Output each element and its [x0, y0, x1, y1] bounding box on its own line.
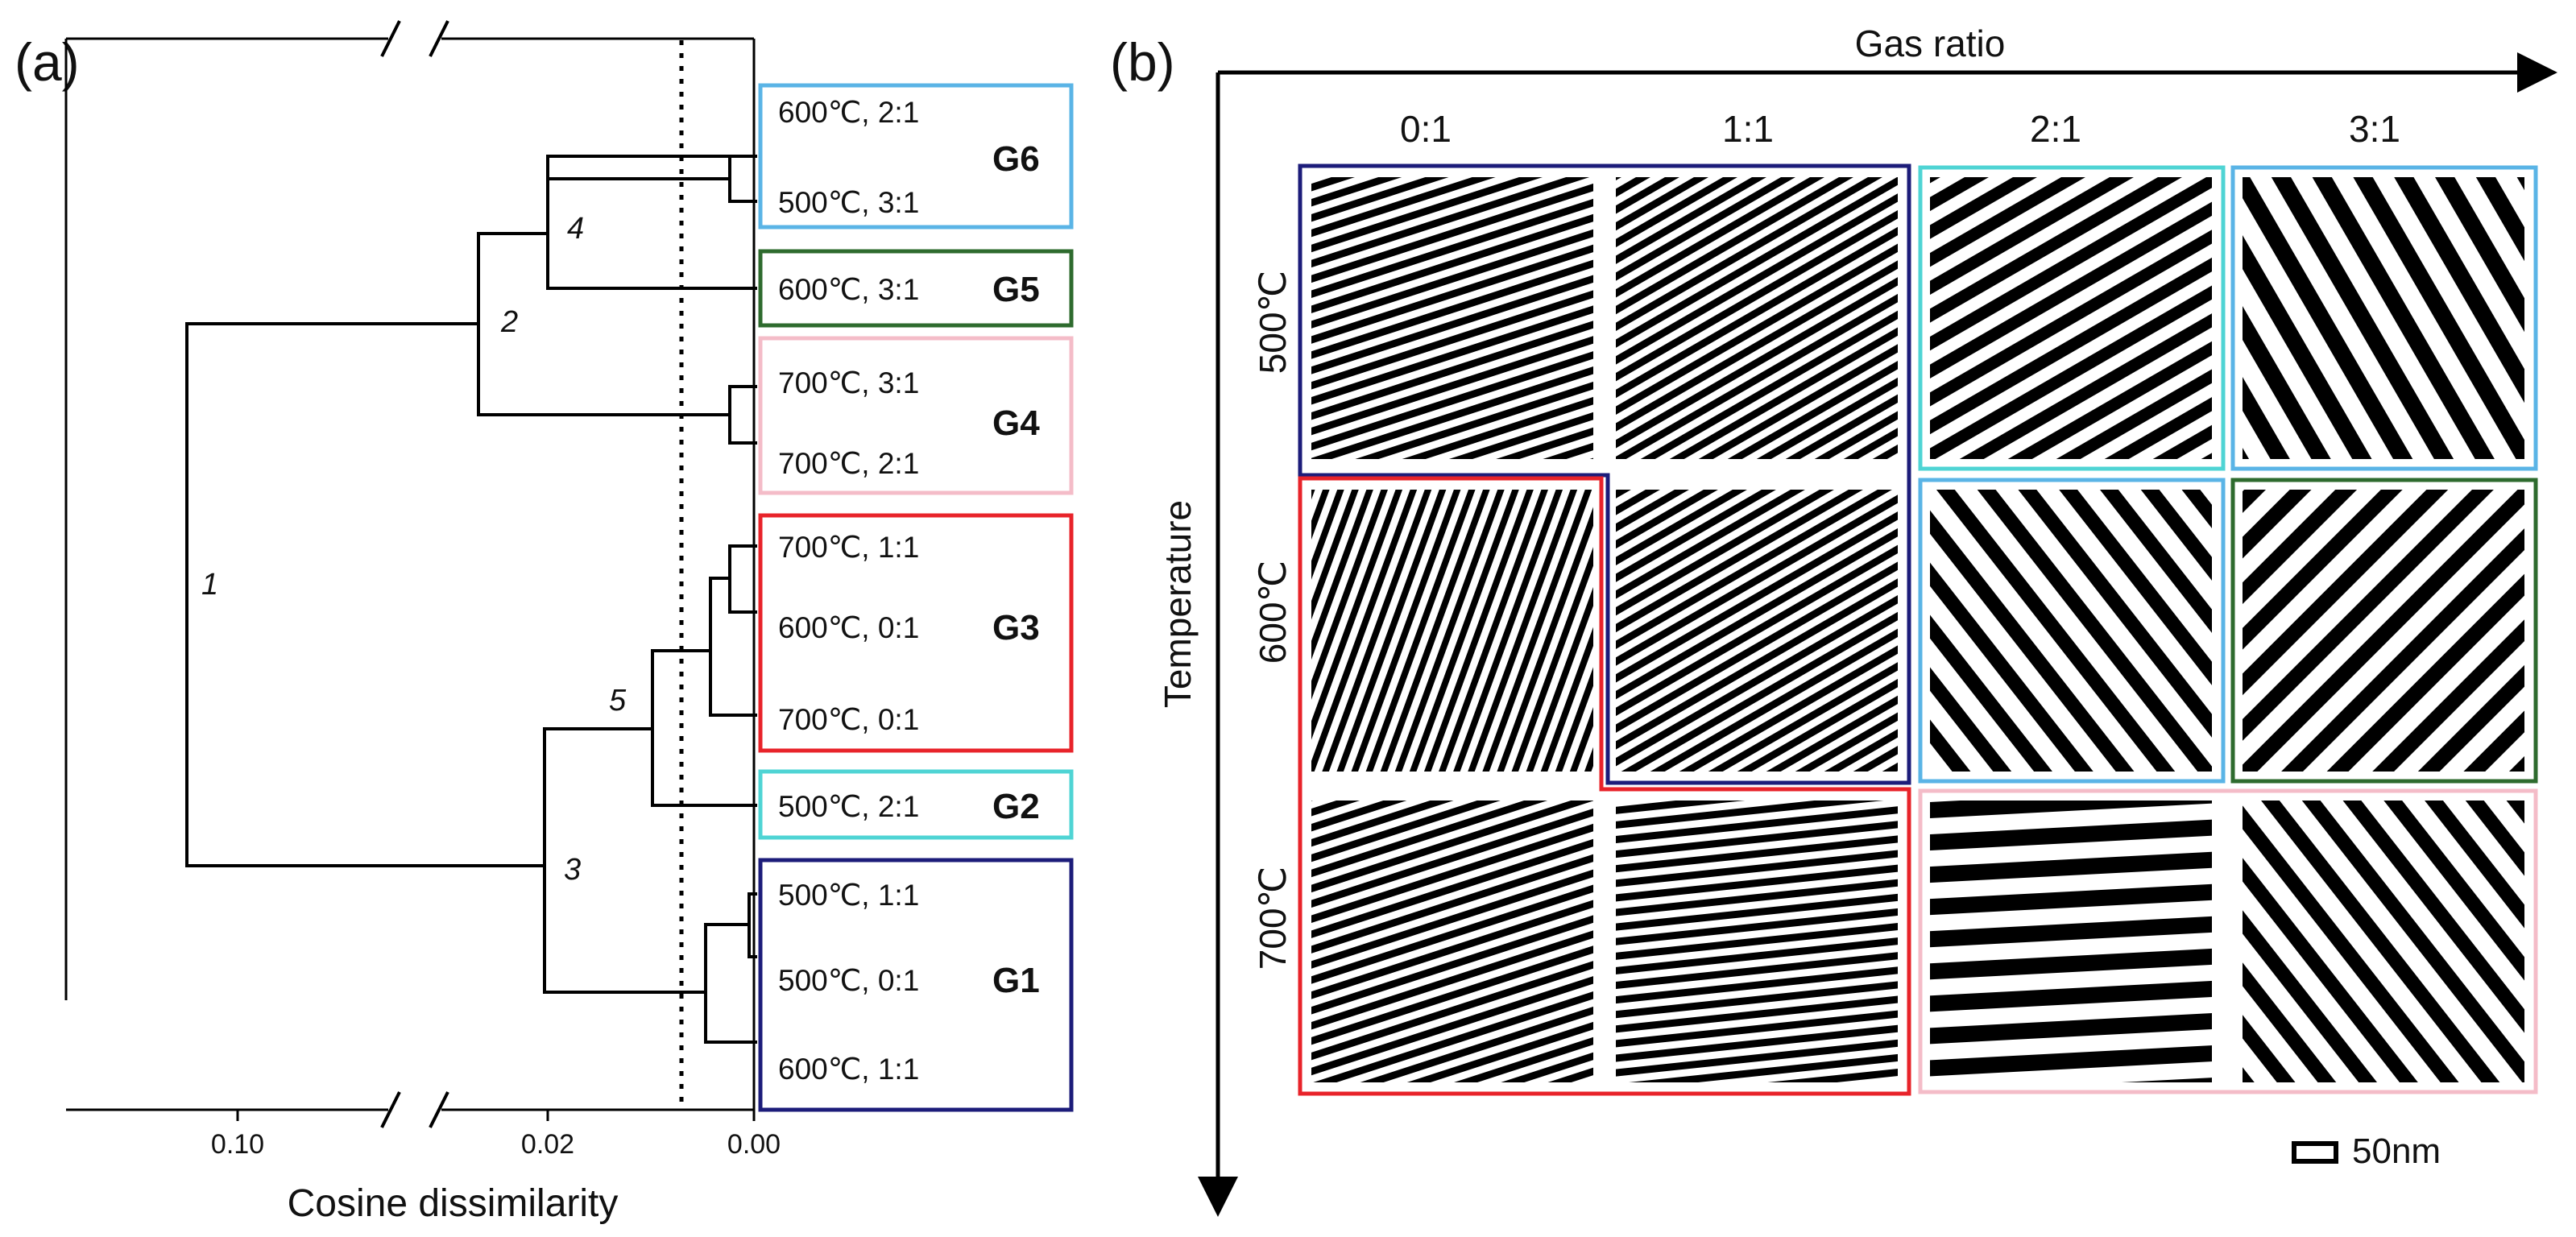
outline-g6-b — [1918, 478, 2226, 784]
x-tick-label: 0.02 — [521, 1129, 574, 1160]
group-entry: 600℃, 2:1 — [778, 96, 919, 129]
group-g4: 700℃, 3:1 700℃, 2:1 G4 — [758, 336, 1074, 495]
row-label: 600℃ — [1252, 561, 1294, 664]
group-entry: 600℃, 1:1 — [778, 1053, 919, 1086]
outline-g3 — [1298, 476, 1911, 1096]
x-ticks — [236, 1110, 756, 1121]
group-g6: 600℃, 2:1 500℃, 3:1 G6 — [758, 83, 1074, 230]
outline-g1 — [1298, 163, 1911, 785]
outline-g4 — [1918, 788, 2538, 1094]
group-boxes: 600℃, 2:1 500℃, 3:1 G6 600℃, 3:1 G5 700℃… — [758, 83, 1074, 1112]
group-entry: 500℃, 1:1 — [778, 879, 919, 912]
axis-break-bottom — [380, 1091, 449, 1128]
group-id: G1 — [992, 961, 1040, 1000]
column-label: 2:1 — [2030, 108, 2081, 150]
micrograph-500-3-1 — [2243, 177, 2524, 459]
group-g2: 500℃, 2:1 G2 — [758, 769, 1074, 840]
group-entry: 700℃, 1:1 — [778, 531, 919, 564]
micrograph-600-2-1 — [1930, 490, 2212, 772]
x-tick-label: 0.10 — [211, 1129, 264, 1160]
node-label: 1 — [201, 568, 218, 602]
micrograph-600-0-1 — [1311, 490, 1593, 772]
group-box — [758, 513, 1074, 753]
node-label: 4 — [567, 212, 584, 246]
group-entry: 600℃, 0:1 — [778, 611, 919, 644]
micrograph-grid — [1311, 177, 2524, 1082]
group-id: G4 — [992, 403, 1040, 443]
group-entry: 700℃, 2:1 — [778, 447, 919, 480]
micrograph-500-1-1 — [1616, 177, 1898, 459]
x-axis-label: Gas ratio — [1855, 23, 2006, 64]
scale-bar-label: 50nm — [2352, 1132, 2441, 1171]
x-tick-label: 0.00 — [727, 1129, 781, 1160]
outline-g6-a — [2230, 165, 2538, 471]
group-entry: 500℃, 2:1 — [778, 790, 919, 823]
node-labels: 1 2 3 4 5 — [201, 212, 627, 887]
group-box — [758, 336, 1074, 495]
panel-b: (b) Gas ratio Temperature 0:1 1:1 2:1 3:… — [1110, 23, 2557, 1217]
node-label: 3 — [564, 853, 581, 887]
x-axis-label: Cosine dissimilarity — [288, 1182, 619, 1225]
group-id: G5 — [992, 270, 1040, 309]
node-label: 2 — [500, 305, 518, 339]
micrograph-600-3-1 — [2243, 490, 2524, 772]
axis-break-top — [380, 20, 449, 57]
micrograph-700-0-1 — [1311, 801, 1593, 1082]
micrograph-700-3-1 — [2243, 801, 2524, 1082]
group-box — [758, 249, 1074, 328]
micrograph-500-0-1 — [1311, 177, 1593, 459]
group-entry: 700℃, 0:1 — [778, 703, 919, 736]
panel-b-label: (b) — [1110, 32, 1175, 92]
micrograph-700-2-1 — [1930, 801, 2212, 1082]
column-label: 1:1 — [1722, 108, 1774, 150]
group-id: G3 — [992, 608, 1040, 647]
group-box — [758, 858, 1074, 1112]
group-g3: 700℃, 1:1 600℃, 0:1 700℃, 0:1 G3 — [758, 513, 1074, 753]
outline-g5 — [2230, 478, 2538, 784]
column-label: 0:1 — [1400, 108, 1452, 150]
y-axis-label: Temperature — [1157, 500, 1199, 708]
group-id: G2 — [992, 787, 1040, 826]
row-label: 500℃ — [1252, 271, 1294, 374]
group-g5: 600℃, 3:1 G5 — [758, 249, 1074, 328]
group-box — [758, 83, 1074, 230]
micrograph-700-1-1 — [1616, 801, 1898, 1082]
grid-group-outlines — [1298, 163, 2538, 1096]
dendrogram-axes: 0.10 0.02 0.00 Cosine dissimilarity — [64, 20, 781, 1225]
panel-a-label: (a) — [14, 32, 80, 92]
node-label: 5 — [609, 684, 627, 718]
outline-g2 — [1918, 165, 2226, 471]
group-entry: 500℃, 0:1 — [778, 964, 919, 997]
group-box — [758, 769, 1074, 840]
column-label: 3:1 — [2349, 108, 2400, 150]
micrograph-600-1-1 — [1616, 490, 1898, 772]
scale-bar — [2292, 1141, 2338, 1164]
micrograph-500-2-1 — [1930, 177, 2212, 459]
group-entry: 500℃, 3:1 — [778, 186, 919, 219]
group-entry: 600℃, 3:1 — [778, 273, 919, 306]
group-g1: 500℃, 1:1 500℃, 0:1 600℃, 1:1 G1 — [758, 858, 1074, 1112]
dendrogram — [185, 155, 757, 1044]
group-id: G6 — [992, 139, 1040, 179]
row-label: 700℃ — [1252, 867, 1294, 970]
group-entry: 700℃, 3:1 — [778, 366, 919, 399]
panel-a: (a) 0.10 0.02 — [14, 20, 1074, 1225]
